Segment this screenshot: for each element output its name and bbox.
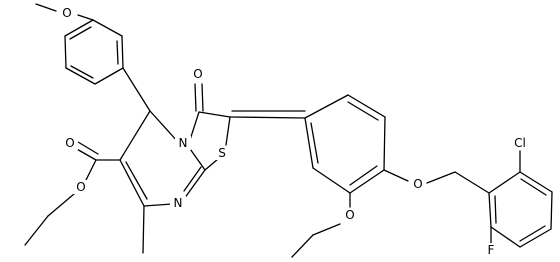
atom-o-carbonyl: O (62, 136, 78, 150)
bond-lines (24, 3, 553, 258)
atom-s-ring: S (214, 146, 230, 160)
atom-o-methoxy: O (59, 6, 75, 20)
svg-text:O: O (413, 177, 422, 191)
svg-text:O: O (193, 67, 202, 81)
svg-text:O: O (76, 180, 85, 194)
atom-f: F (484, 243, 498, 257)
svg-text:O: O (345, 208, 354, 222)
atom-o-ethoxy: O (342, 208, 358, 222)
atom-o-ether: O (410, 177, 426, 191)
svg-text:F: F (488, 243, 495, 257)
svg-text:Cl: Cl (514, 136, 526, 150)
atom-n-ring: N (175, 136, 191, 150)
atom-o-ester: O (73, 180, 89, 194)
svg-text:S: S (218, 146, 226, 160)
svg-text:O: O (62, 6, 71, 20)
atom-o-ketone: O (190, 66, 206, 81)
atom-n-imine: N (170, 196, 186, 210)
atom-labels: O O N N S O O O (59, 6, 531, 257)
svg-text:O: O (65, 136, 74, 150)
atom-cl: Cl (509, 136, 531, 150)
svg-text:N: N (174, 196, 183, 210)
svg-text:N: N (179, 136, 188, 150)
